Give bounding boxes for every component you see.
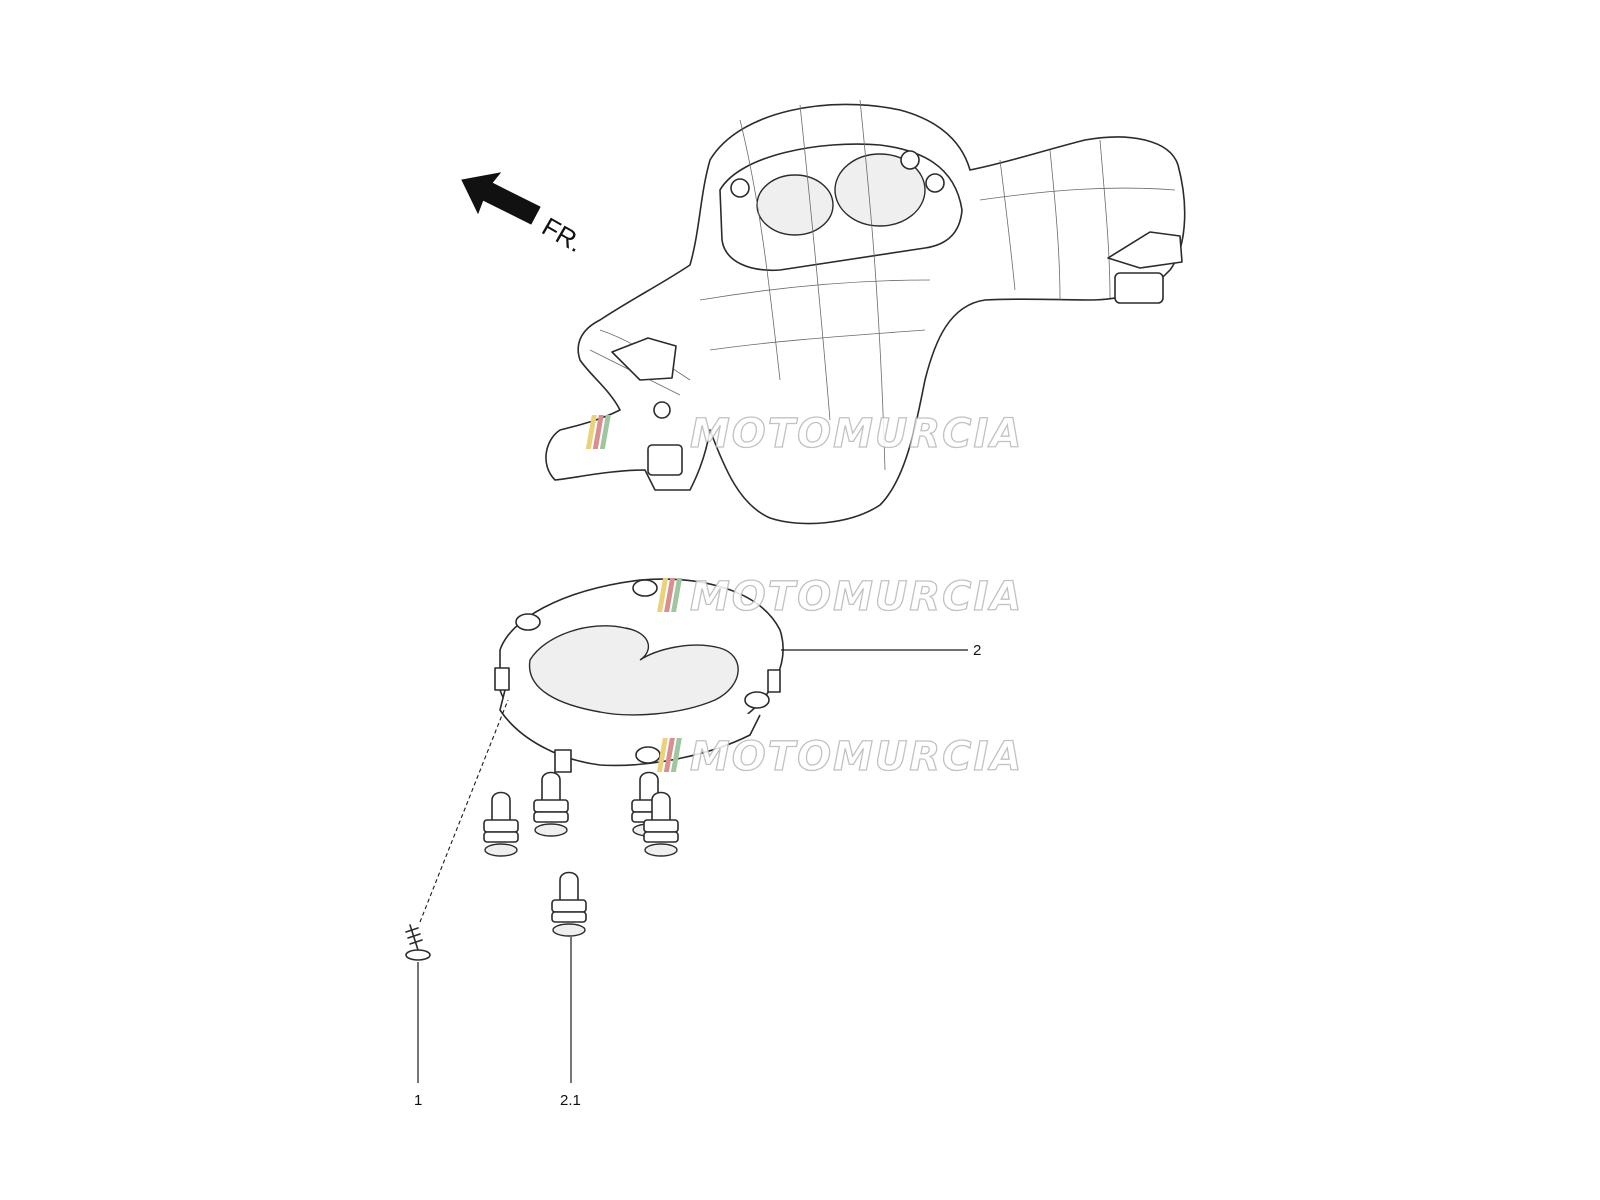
- front-direction-label: FR.: [537, 211, 588, 258]
- callout-1: 1: [414, 1092, 422, 1109]
- screw-leader-line: [419, 699, 509, 923]
- watermark: MOTOMURCIA: [656, 733, 1023, 781]
- handlebar-cover: [545, 99, 1186, 525]
- watermark-text: MOTOMURCIA: [690, 574, 1023, 620]
- watermark: MOTOMURCIA: [585, 410, 1023, 458]
- screw: [405, 924, 431, 961]
- instrument-cluster: [494, 578, 784, 773]
- motomurcia-logo-icon: [585, 415, 611, 449]
- watermark: MOTOMURCIA: [657, 573, 1023, 621]
- bulb: [533, 771, 569, 837]
- motomurcia-logo-icon: [657, 578, 683, 612]
- watermark-text: MOTOMURCIA: [690, 734, 1023, 780]
- bulb: [643, 791, 679, 857]
- watermark-text: MOTOMURCIA: [690, 411, 1023, 457]
- bulb: [551, 871, 587, 937]
- bulb: [483, 791, 519, 857]
- callout-2: 2: [973, 642, 981, 659]
- motomurcia-logo-icon: [656, 738, 682, 772]
- front-direction-arrow-icon: [461, 172, 541, 225]
- callout-2-1: 2.1: [560, 1092, 581, 1109]
